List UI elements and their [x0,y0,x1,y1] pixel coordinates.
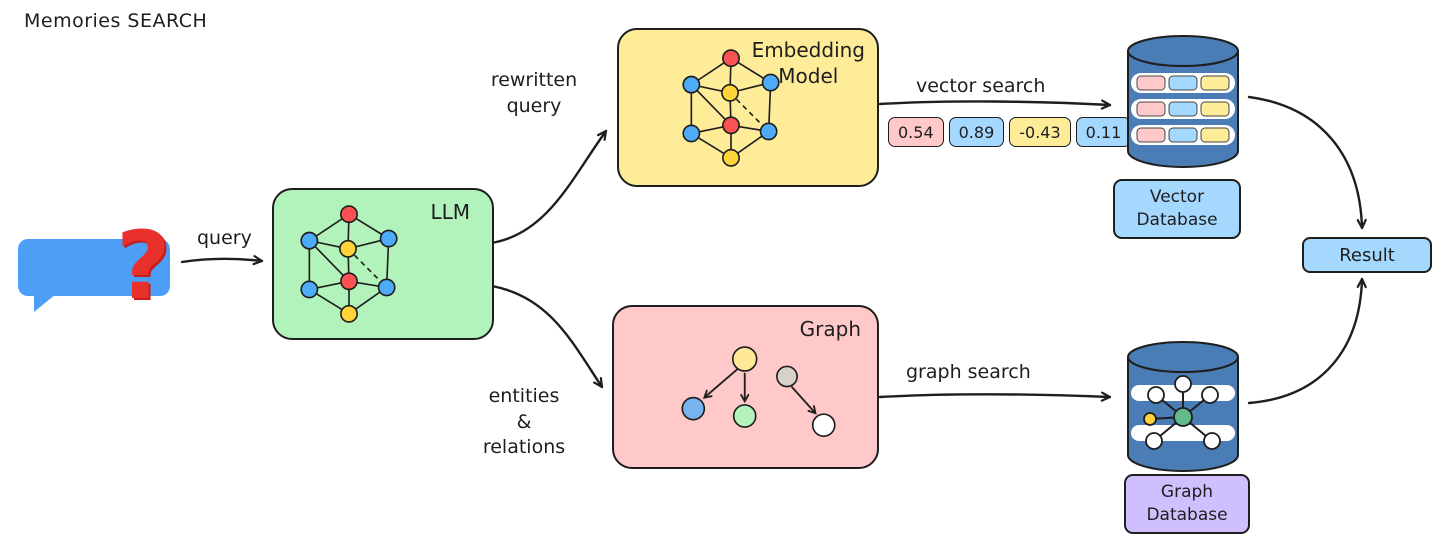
entity-graph-icon [681,346,836,438]
llm-node: LLM [272,188,494,340]
page-title: Memories SEARCH [24,10,208,32]
llm-label: LLM [430,200,470,224]
vector-search-edge-label: vector search [916,75,1046,97]
vector-value-chip: -0.43 [1009,117,1071,147]
query-edge-label: query [197,227,252,249]
embedding-model-node: Embedding Model [617,28,879,187]
chat-bubble-icon [18,239,170,312]
entities-relations-arrow [490,284,604,389]
vector-database-label: Vector Database [1113,179,1241,239]
graph-search-edge-label: graph search [906,361,1031,383]
vector-value-chip: 0.89 [948,117,1005,147]
result-label: Result [1339,244,1395,266]
entities-relations-edge-label: entities & relations [482,385,566,459]
query-arrow [180,255,264,266]
graph-database-label: Graph Database [1124,474,1250,534]
rewritten-query-edge-label: rewritten query [490,69,578,117]
database-cylinder-icon [1127,35,1239,168]
graph-database-cylinder-icon [1127,341,1239,472]
neural-network-icon [300,205,398,323]
vector-values-row: 0.54 0.89 -0.43 0.11 [888,117,1132,147]
graph-label: Graph [799,317,861,341]
graph-node: Graph [612,305,879,469]
graph-db-to-result-arrow [1247,277,1367,405]
question-mark: ? [116,212,171,321]
embedding-model-label: Embedding Model [751,38,865,88]
vector-db-to-result-arrow [1247,95,1367,230]
result-node: Result [1302,237,1432,273]
vector-search-arrow [878,99,1112,110]
rewritten-query-arrow [490,129,608,245]
graph-search-arrow [878,391,1112,402]
vector-value-chip: 0.54 [888,117,944,147]
neural-network-icon [682,49,780,167]
